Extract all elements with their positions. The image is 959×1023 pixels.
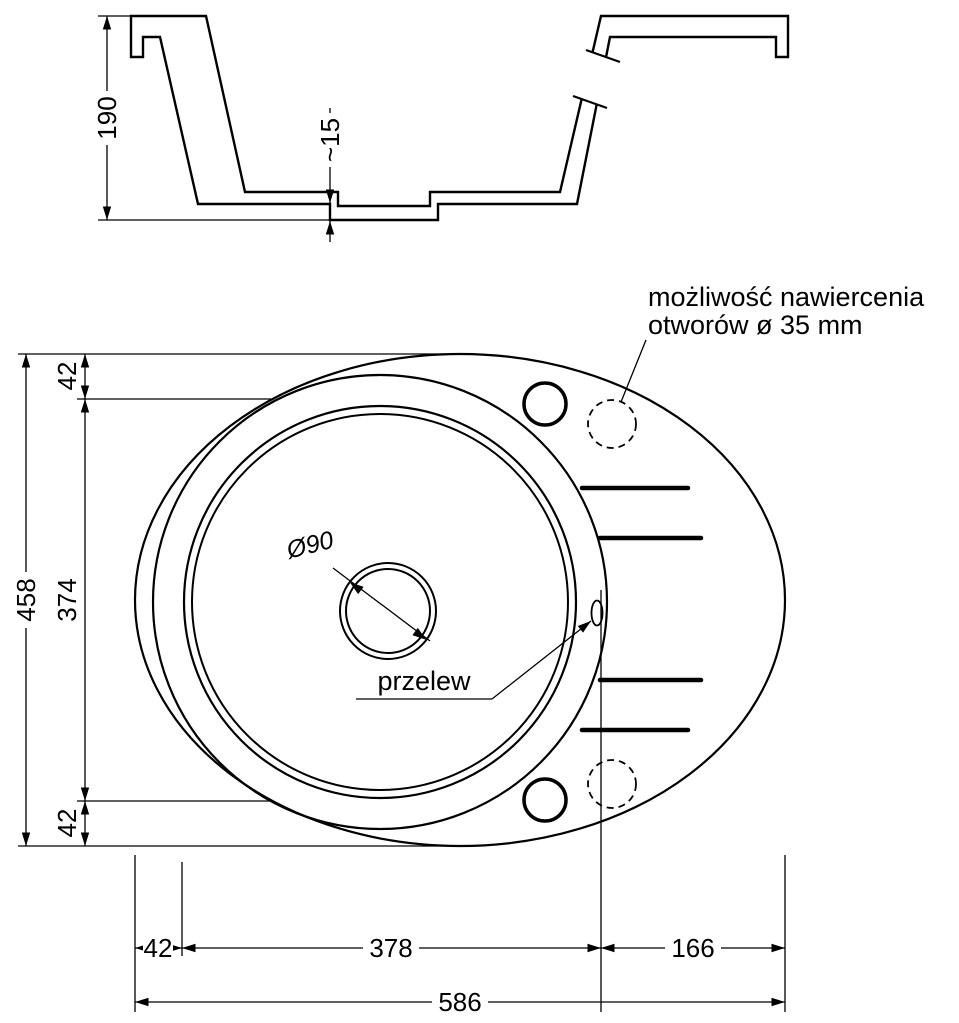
sink-outline <box>133 352 787 848</box>
dim-label-42-left-wrap: 42 <box>143 933 173 963</box>
dim-chain-left: 42 374 42 <box>52 354 271 846</box>
dim-label-42-top: 42 <box>52 362 82 391</box>
dim-label-458-wrap: 458 <box>11 572 41 628</box>
label-bg <box>93 91 120 145</box>
break-band <box>573 50 620 108</box>
dim-label-378: 378 <box>369 933 412 963</box>
dim-height-190: 190 <box>92 15 332 221</box>
bowl-slope-inner <box>191 413 569 791</box>
deck-hole-break <box>572 48 621 110</box>
sink-profile <box>129 14 790 222</box>
label-bg <box>143 935 173 961</box>
arrowhead <box>349 582 364 595</box>
dim-label-458: 458 <box>11 578 41 621</box>
label-bg <box>665 935 721 961</box>
drill-note: możliwość nawiercenia otworów ø 35 mm <box>620 282 925 403</box>
overflow-callout: przelew <box>356 620 592 700</box>
dim-label-166-wrap: 166 <box>665 933 721 963</box>
diameter-line <box>332 567 431 642</box>
dim-label-recess-wrap: ~15 <box>315 113 345 167</box>
drain-diameter-label: Ø90 <box>283 526 337 565</box>
leader-line <box>620 339 647 403</box>
dim-label-42-bottom: 42 <box>52 809 82 838</box>
arrowhead <box>412 627 427 640</box>
label-bg <box>12 572 39 628</box>
break-line-top <box>585 48 621 64</box>
tap-hole-bottom <box>522 777 568 823</box>
plan-view: Ø90 przelew możliwość nawiercenia otworó… <box>11 282 925 1017</box>
bowl-slope-outer <box>182 404 578 800</box>
dim-total-height-458: 458 <box>11 353 450 847</box>
label-bg <box>432 989 488 1015</box>
dim-label-374: 374 <box>52 578 82 621</box>
overflow-label: przelew <box>377 666 471 696</box>
dim-label-190: 190 <box>92 96 122 139</box>
note-line-2: otworów ø 35 mm <box>648 310 863 340</box>
tap-hole-top <box>522 381 568 427</box>
dim-label-166: 166 <box>671 933 714 963</box>
dim-label-586-wrap: 586 <box>432 987 488 1017</box>
dim-label-190-wrap: 190 <box>92 91 122 145</box>
overflow-hole <box>590 599 604 627</box>
dim-label-recess-15: ~15 <box>315 118 345 162</box>
dim-label-586: 586 <box>438 987 481 1017</box>
drain-inner <box>345 568 431 654</box>
dim-recess-15: ~15 <box>315 108 345 242</box>
drain-callout: Ø90 <box>283 526 431 642</box>
note-line-1: możliwość nawiercenia <box>648 282 925 312</box>
label-bg <box>363 935 419 961</box>
optional-hole-top <box>587 399 637 449</box>
bowl-rim <box>151 373 609 831</box>
drain-outer <box>339 562 437 660</box>
optional-hole-bottom <box>587 759 637 809</box>
break-line-bottom <box>572 94 608 110</box>
label-bg <box>316 113 343 167</box>
dim-total-width-586: 586 <box>135 987 785 1017</box>
drainer-grooves <box>579 485 704 733</box>
dim-label-42-left: 42 <box>144 933 173 963</box>
dim-label-378-wrap: 378 <box>363 933 419 963</box>
dim-row-bottom: 42 378 166 <box>134 590 786 1012</box>
section-view: 190 ~15 <box>92 14 790 242</box>
leader-line <box>491 620 592 700</box>
